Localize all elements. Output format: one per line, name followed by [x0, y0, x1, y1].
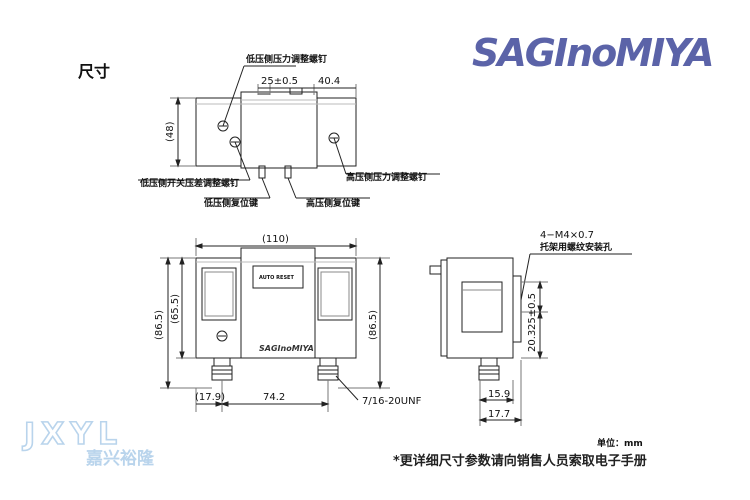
low-diff-adjust-screw [229, 136, 241, 148]
brand-logo-text: SAGInoMIYA [472, 31, 713, 74]
watermark-latin: JXYL [22, 417, 123, 452]
dim-width-110: (110) [262, 234, 289, 245]
unit-note: 单位：mm [597, 439, 643, 449]
dim-top-25: 25±0.5 [261, 76, 298, 87]
dim-side-159: 15.9 [488, 389, 510, 400]
callout-low-pressure-adjust: 低压侧压力调整螺钉 [245, 53, 327, 65]
callout-low-diff-adjust: 低压侧开关压差调整螺钉 [139, 177, 239, 189]
watermark-logo: JXYL 嘉兴裕隆 [21, 416, 155, 469]
dim-height-48: (48) [165, 121, 176, 142]
body-logo: SAGInoMIYA [259, 344, 314, 353]
front-view [160, 238, 390, 412]
dim-left-865: (86.5) [154, 310, 165, 340]
watermark-cn: 嘉兴裕隆 [85, 448, 155, 469]
dim-thread: 7/16-20UNF [362, 396, 422, 407]
dim-bottom-742: 74.2 [263, 392, 285, 403]
dim-side-177: 17.7 [488, 409, 510, 420]
low-pressure-adjust-screw [217, 120, 229, 132]
brand-logo: SAGInoMIYA [472, 31, 715, 74]
dim-left-655: (65.5) [170, 294, 181, 324]
footer-note: *更详细尺寸参数请向销售人员索取电子手册 [393, 454, 647, 469]
dim-side-25: 25±0.5 [527, 293, 538, 330]
top-view [138, 65, 440, 199]
high-pressure-adjust-screw [328, 132, 340, 144]
callout-high-reset: 高压侧复位键 [306, 197, 361, 209]
page-title: 尺寸 [78, 62, 111, 81]
auto-reset-plate [252, 265, 304, 289]
dim-bottom-179: (17.9) [195, 392, 225, 403]
callout-mount-holes-desc: 托架用螺纹安装孔 [540, 241, 612, 253]
dim-side-203: 20.3 [527, 330, 538, 352]
callout-mount-holes-spec: 4−M4×0.7 [540, 230, 594, 241]
callout-high-pressure-adjust: 高压侧压力调整螺钉 [346, 171, 427, 183]
dim-top-404: 40.4 [318, 76, 340, 87]
callout-low-reset: 低压侧复位键 [203, 197, 259, 209]
auto-reset-label: AUTO RESET [259, 275, 294, 281]
side-view [429, 253, 632, 426]
dim-right-865: (86.5) [368, 310, 379, 340]
